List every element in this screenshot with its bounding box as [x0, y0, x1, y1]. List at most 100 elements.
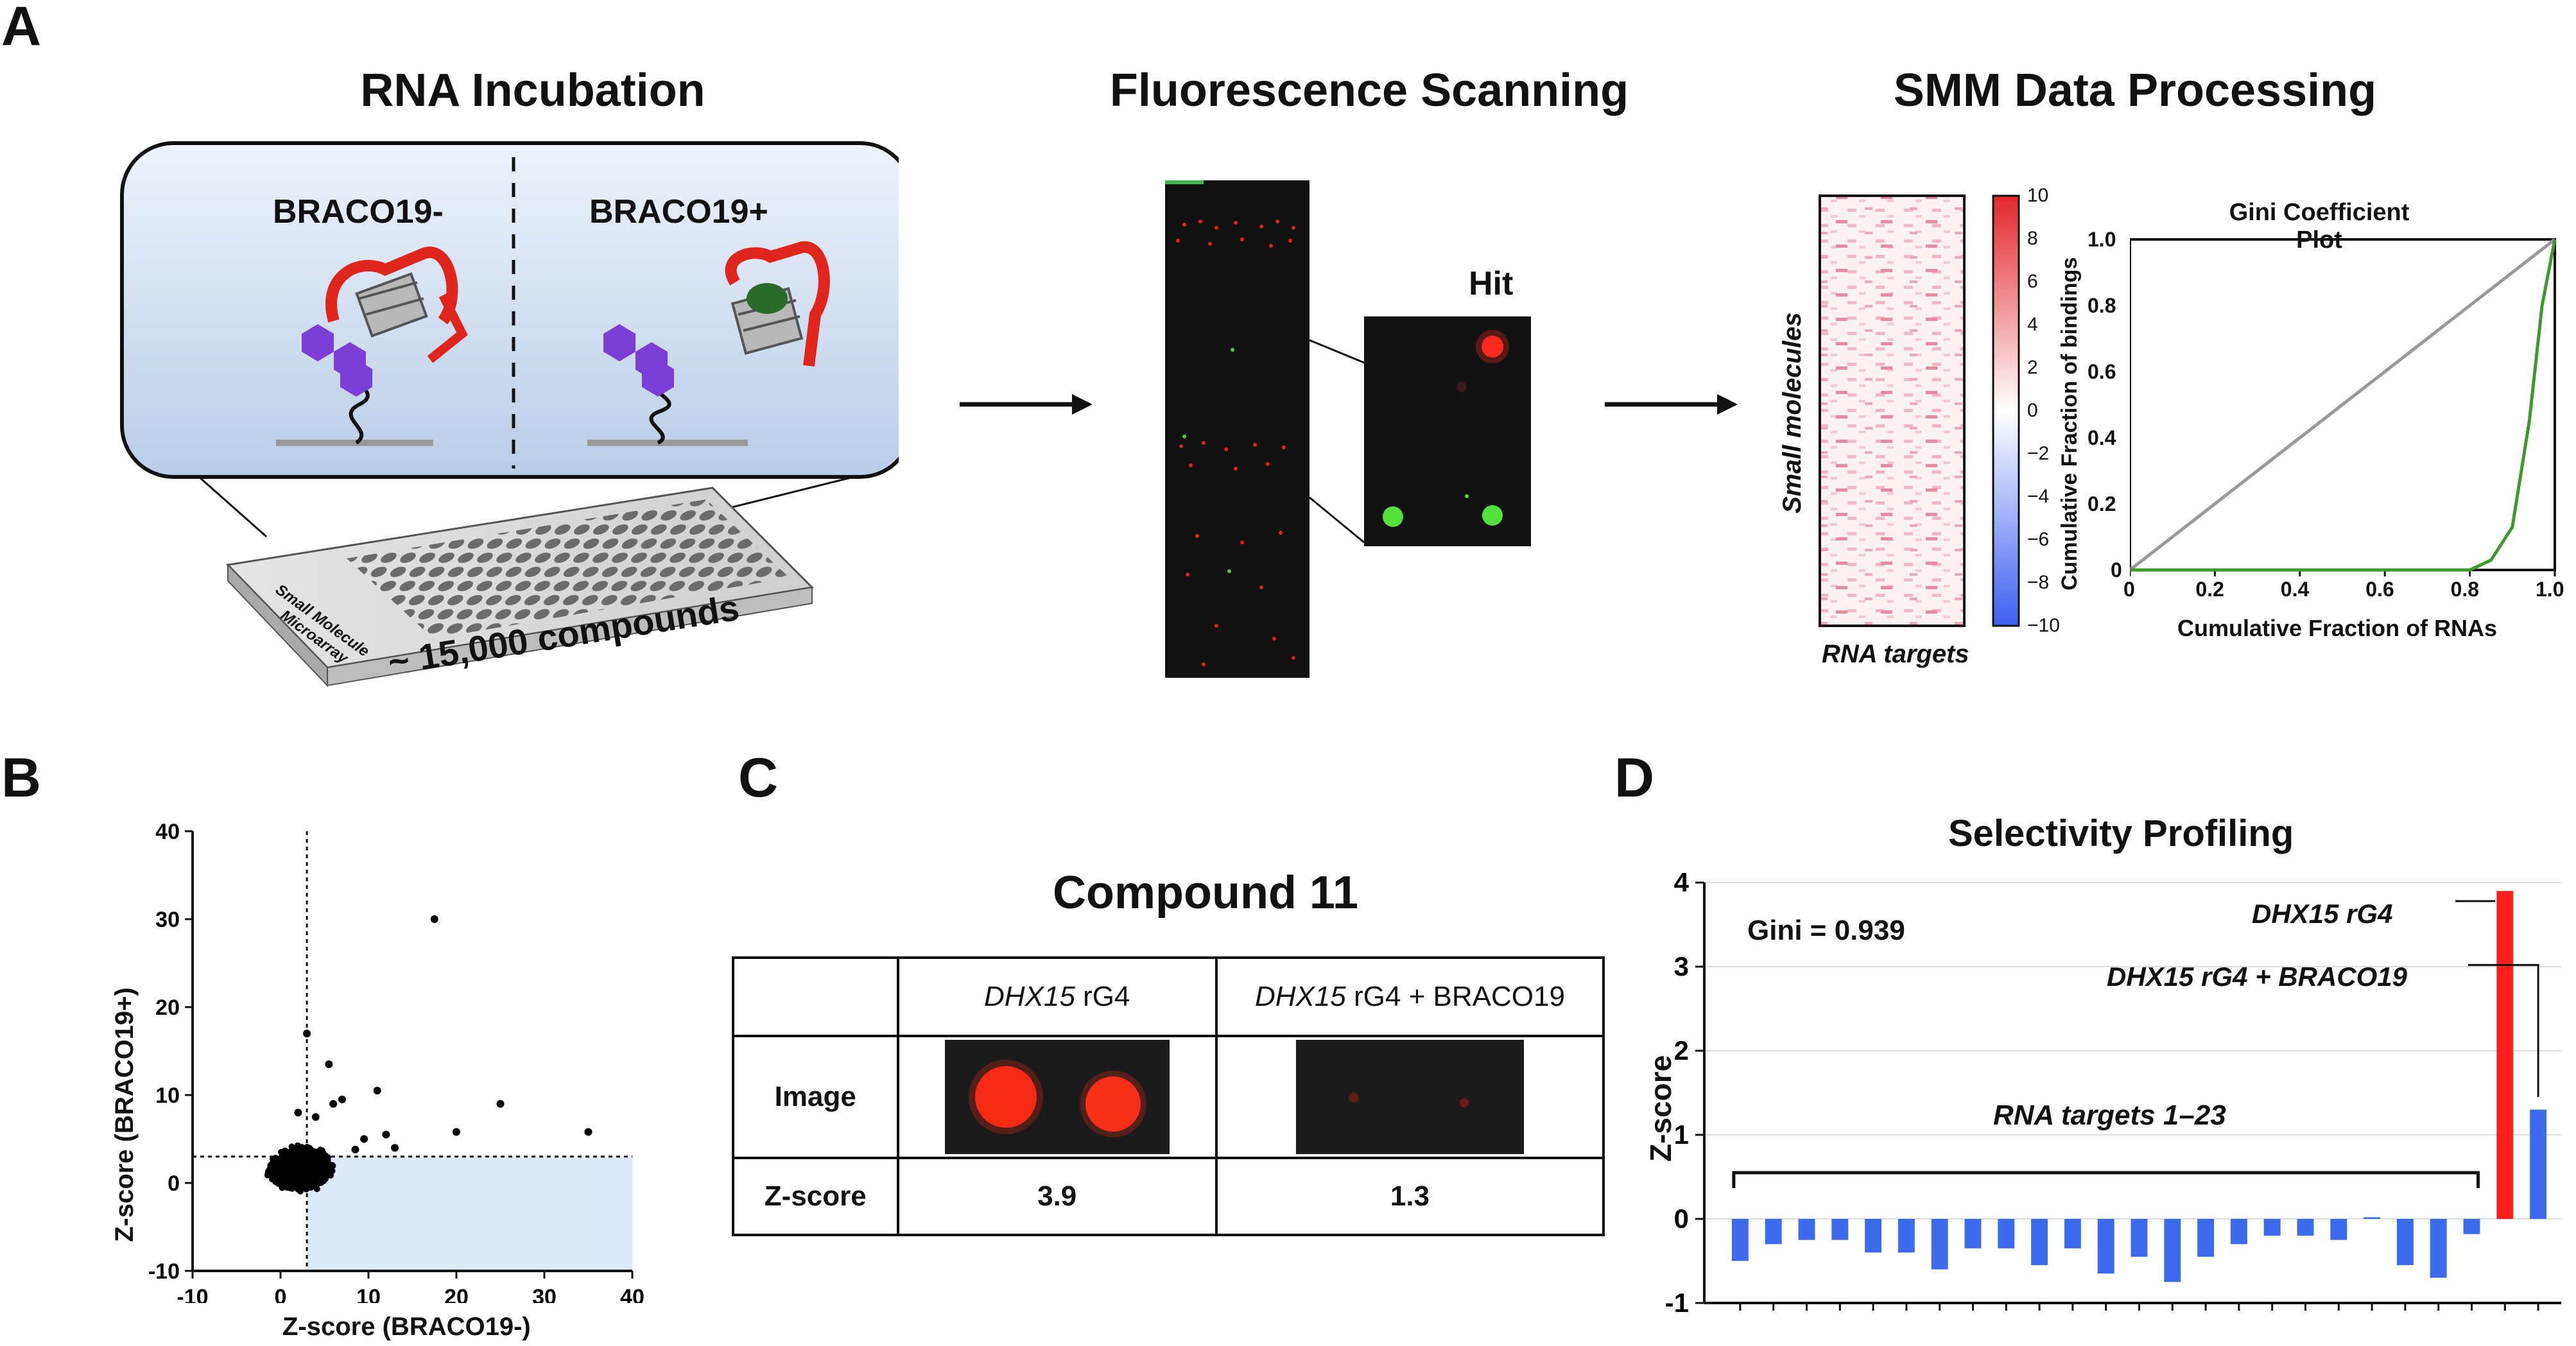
- gini-x-tick-label: 0.2: [2195, 578, 2224, 601]
- scatter-x-tick-label: 40: [620, 1285, 644, 1303]
- scatter-cluster-point: [292, 1170, 299, 1177]
- bar-rna-target: [2097, 1219, 2114, 1274]
- bar-dhx15-rg4-braco: [2530, 1109, 2547, 1219]
- arrow-right-2: [1605, 394, 1738, 415]
- scatter-point: [584, 1128, 592, 1136]
- scatter-cluster-point: [293, 1175, 300, 1182]
- scatter-x-tick-label: 0: [275, 1285, 287, 1303]
- bar-rna-target: [2064, 1219, 2081, 1248]
- bar-rna-target: [1897, 1219, 1915, 1253]
- heatmap-ylabel: Small molecules: [1778, 312, 1806, 513]
- scatter-cluster-point: [322, 1152, 329, 1159]
- gini-y-tick-label: 1.0: [2088, 228, 2116, 251]
- panel-letter-c: C: [738, 747, 779, 809]
- scatter-point: [338, 1095, 346, 1103]
- scatter-y-tick-label: 20: [155, 996, 180, 1020]
- colorbar-tick-label: 0: [2027, 400, 2038, 421]
- bar-rna-target: [2330, 1219, 2347, 1240]
- scatter-point: [382, 1130, 390, 1139]
- label-braco-plus: BRACO19+: [589, 193, 768, 230]
- bar-rna-target: [2031, 1219, 2048, 1266]
- bar-dhx15-rg4: [2496, 891, 2514, 1219]
- annotation-rg4-braco: DHX15 rG4 + BRACO19: [2107, 962, 2408, 992]
- rna-targets-bracket: [1732, 1171, 2480, 1188]
- gini-y-tick-label: 0.4: [2088, 426, 2116, 449]
- scatter-point: [391, 1144, 399, 1152]
- scatter-cluster-point: [314, 1180, 321, 1187]
- annotation-rna-targets: RNA targets 1–23: [1993, 1100, 2226, 1131]
- leader-line-rg4-braco: [2468, 963, 2539, 1098]
- scatter-point: [453, 1128, 460, 1136]
- heatmap: [1819, 194, 2020, 627]
- gini-y-tick-label: 0.2: [2088, 492, 2116, 515]
- bar-y-tick-label: -1: [1665, 1288, 1689, 1318]
- scatter-cluster-point: [310, 1157, 317, 1164]
- scan-strip: [1165, 180, 1310, 678]
- gini-value: Gini = 0.939: [1747, 915, 1905, 946]
- scatter-y-tick-label: 40: [155, 820, 180, 844]
- bar-rna-target: [1998, 1219, 2015, 1248]
- bar-rna-target: [2230, 1219, 2247, 1245]
- scatter-point: [325, 1060, 333, 1069]
- panel-letter-a: A: [1, 0, 42, 57]
- braco19-molecule: [747, 283, 788, 314]
- label-braco-minus: BRACO19-: [273, 193, 444, 230]
- image-cell-rg4: [896, 1035, 1218, 1159]
- scatter-cluster-point: [279, 1150, 286, 1157]
- bar-ylabel: Z-score: [1644, 1055, 1677, 1162]
- zscore-rg4: 3.9: [896, 1157, 1218, 1236]
- compound-left: [302, 324, 372, 397]
- selectivity-title: Selectivity Profiling: [1948, 813, 2294, 854]
- colorbar-tick-label: 2: [2027, 357, 2038, 378]
- scatter-point: [329, 1100, 338, 1108]
- scatter-cluster-point: [272, 1155, 279, 1162]
- scatter-cluster-point: [273, 1170, 281, 1177]
- heatmap-xlabel: RNA targets: [1822, 640, 1969, 668]
- bar-rna-target: [2364, 1217, 2381, 1219]
- bar-rna-target: [2164, 1219, 2181, 1282]
- gini-y-tick-label: 0: [2111, 558, 2122, 582]
- scatter-y-tick-label: 10: [155, 1083, 180, 1108]
- scatter-y-tick-label: -10: [148, 1259, 180, 1284]
- scatter-x-tick-label: 20: [444, 1285, 469, 1303]
- gini-x-tick-label: 1.0: [2536, 578, 2564, 601]
- gini-x-tick-label: 0.6: [2365, 578, 2394, 601]
- annotation-rg4: DHX15 rG4: [2252, 899, 2393, 929]
- scatter-point: [373, 1087, 381, 1095]
- scatter-cluster-point: [295, 1152, 302, 1159]
- gini-y-tick-label: 0.6: [2088, 360, 2116, 383]
- bar-rna-target: [1731, 1219, 1749, 1261]
- scatter-cluster-point: [269, 1162, 276, 1169]
- colorbar-tick-label: −8: [2027, 572, 2050, 593]
- scatter-cluster-point: [291, 1181, 298, 1188]
- bar-y-tick-label: 0: [1674, 1204, 1689, 1234]
- compound-right: [603, 324, 674, 397]
- bar-y-tick-label: 3: [1674, 951, 1689, 981]
- gini-plot-ylabel: Cumulative Fraction of bindings: [2057, 257, 2082, 591]
- scatter-cluster-point: [301, 1154, 308, 1161]
- bar-rna-target: [1765, 1219, 1782, 1245]
- bar-rna-target: [1865, 1219, 1882, 1253]
- row-label-image: Image: [732, 1035, 899, 1159]
- bar-rna-target: [1964, 1219, 1982, 1248]
- scatter-cluster-point: [315, 1150, 322, 1157]
- bar-rna-target: [2263, 1219, 2281, 1236]
- colorbar-tick-label: −2: [2027, 443, 2050, 464]
- arrow-right-1: [960, 394, 1093, 415]
- bar-rna-target: [2131, 1219, 2148, 1257]
- panel-letter-d: D: [1614, 747, 1655, 809]
- scatter-point: [311, 1113, 320, 1121]
- colorbar-tick-label: −6: [2027, 529, 2050, 550]
- g4-structure-right: [725, 241, 830, 367]
- colorbar-tick-label: 8: [2027, 228, 2038, 249]
- zscore-rg4-braco: 1.3: [1215, 1157, 1605, 1236]
- scatter-cluster-point: [329, 1168, 336, 1175]
- bar-rna-target: [2463, 1219, 2480, 1234]
- g4-structure-left: [325, 246, 468, 363]
- bar-rna-target: [1831, 1219, 1849, 1240]
- selective-quadrant: [307, 1156, 632, 1271]
- scatter-point: [360, 1135, 368, 1143]
- bar-rna-target: [2197, 1219, 2215, 1257]
- scatter-cluster-point: [288, 1143, 295, 1150]
